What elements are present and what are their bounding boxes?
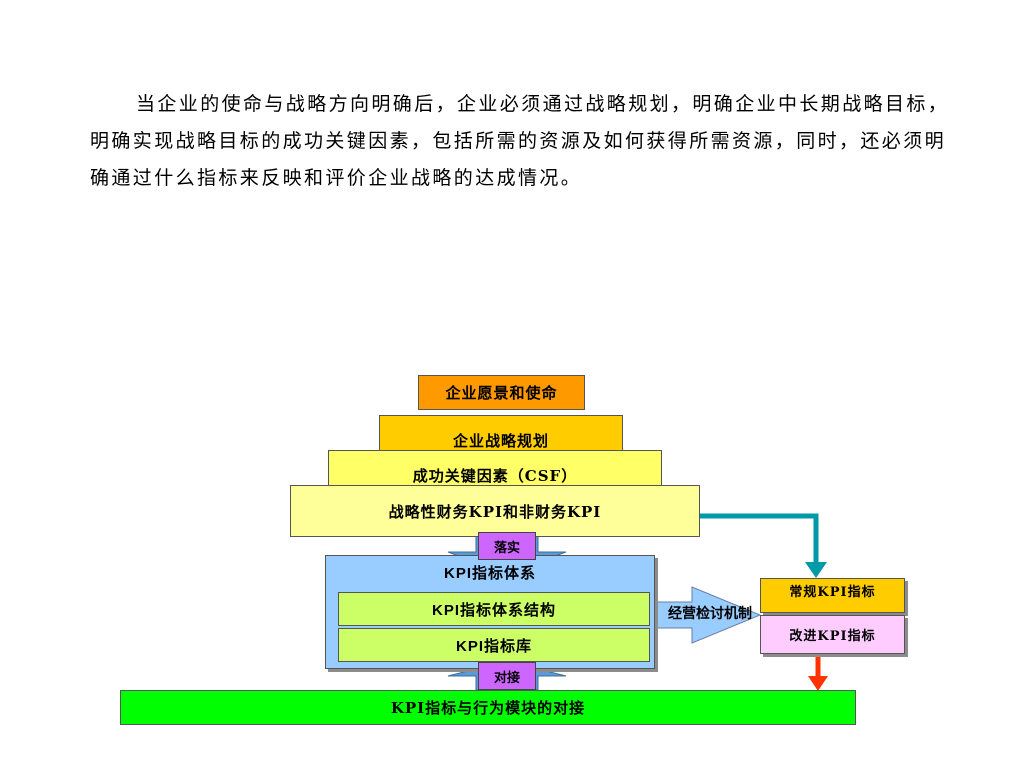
kpi-financial-label: 战略性财务KPI和非财务KPI — [388, 502, 602, 521]
implement-tag: 落实 — [478, 532, 536, 560]
kpi-system-label: KPI指标体系 — [443, 565, 536, 582]
improve-kpi-box: 改进KPI指标 — [760, 615, 905, 654]
vision-mission-box: 企业愿景和使命 — [418, 375, 585, 410]
review-mechanism-arrow — [655, 586, 762, 644]
regular-kpi-label: 常规KPI指标 — [789, 585, 876, 600]
kpi-structure-box: KPI指标体系结构 — [338, 592, 650, 626]
dock-tag-label: 对接 — [493, 670, 520, 686]
kpi-financial-box: 战略性财务KPI和非财务KPI — [290, 485, 700, 537]
implement-tag-label: 落实 — [493, 540, 520, 556]
dock-tag: 对接 — [478, 662, 536, 690]
review-mechanism-label: 经营检讨机制 — [668, 606, 752, 622]
regular-kpi-box: 常规KPI指标 — [760, 578, 905, 613]
kpi-library-label: KPI指标库 — [455, 637, 532, 655]
kpi-library-box: KPI指标库 — [338, 628, 650, 662]
strategy-planning-label: 企业战略规划 — [452, 432, 549, 450]
kpi-structure-label: KPI指标体系结构 — [431, 601, 556, 619]
vision-mission-label: 企业愿景和使命 — [445, 384, 558, 402]
improve-kpi-label: 改进KPI指标 — [789, 629, 876, 644]
intro-paragraph: 当企业的使命与战略方向明确后，企业必须通过战略规划，明确企业中长期战略目标，明确… — [90, 93, 950, 189]
teal-arrowhead — [805, 562, 827, 578]
csf-label: 成功关键因素（CSF） — [412, 467, 578, 485]
csf-box: 成功关键因素（CSF） — [328, 450, 662, 490]
teal-connector-line — [686, 513, 819, 566]
strategy-planning-box: 企业战略规划 — [379, 415, 623, 455]
kpi-behavior-label: KPI指标与行为模块的对接 — [390, 699, 586, 717]
red-arrowhead — [808, 676, 828, 691]
kpi-behavior-box: KPI指标与行为模块的对接 — [120, 690, 856, 725]
